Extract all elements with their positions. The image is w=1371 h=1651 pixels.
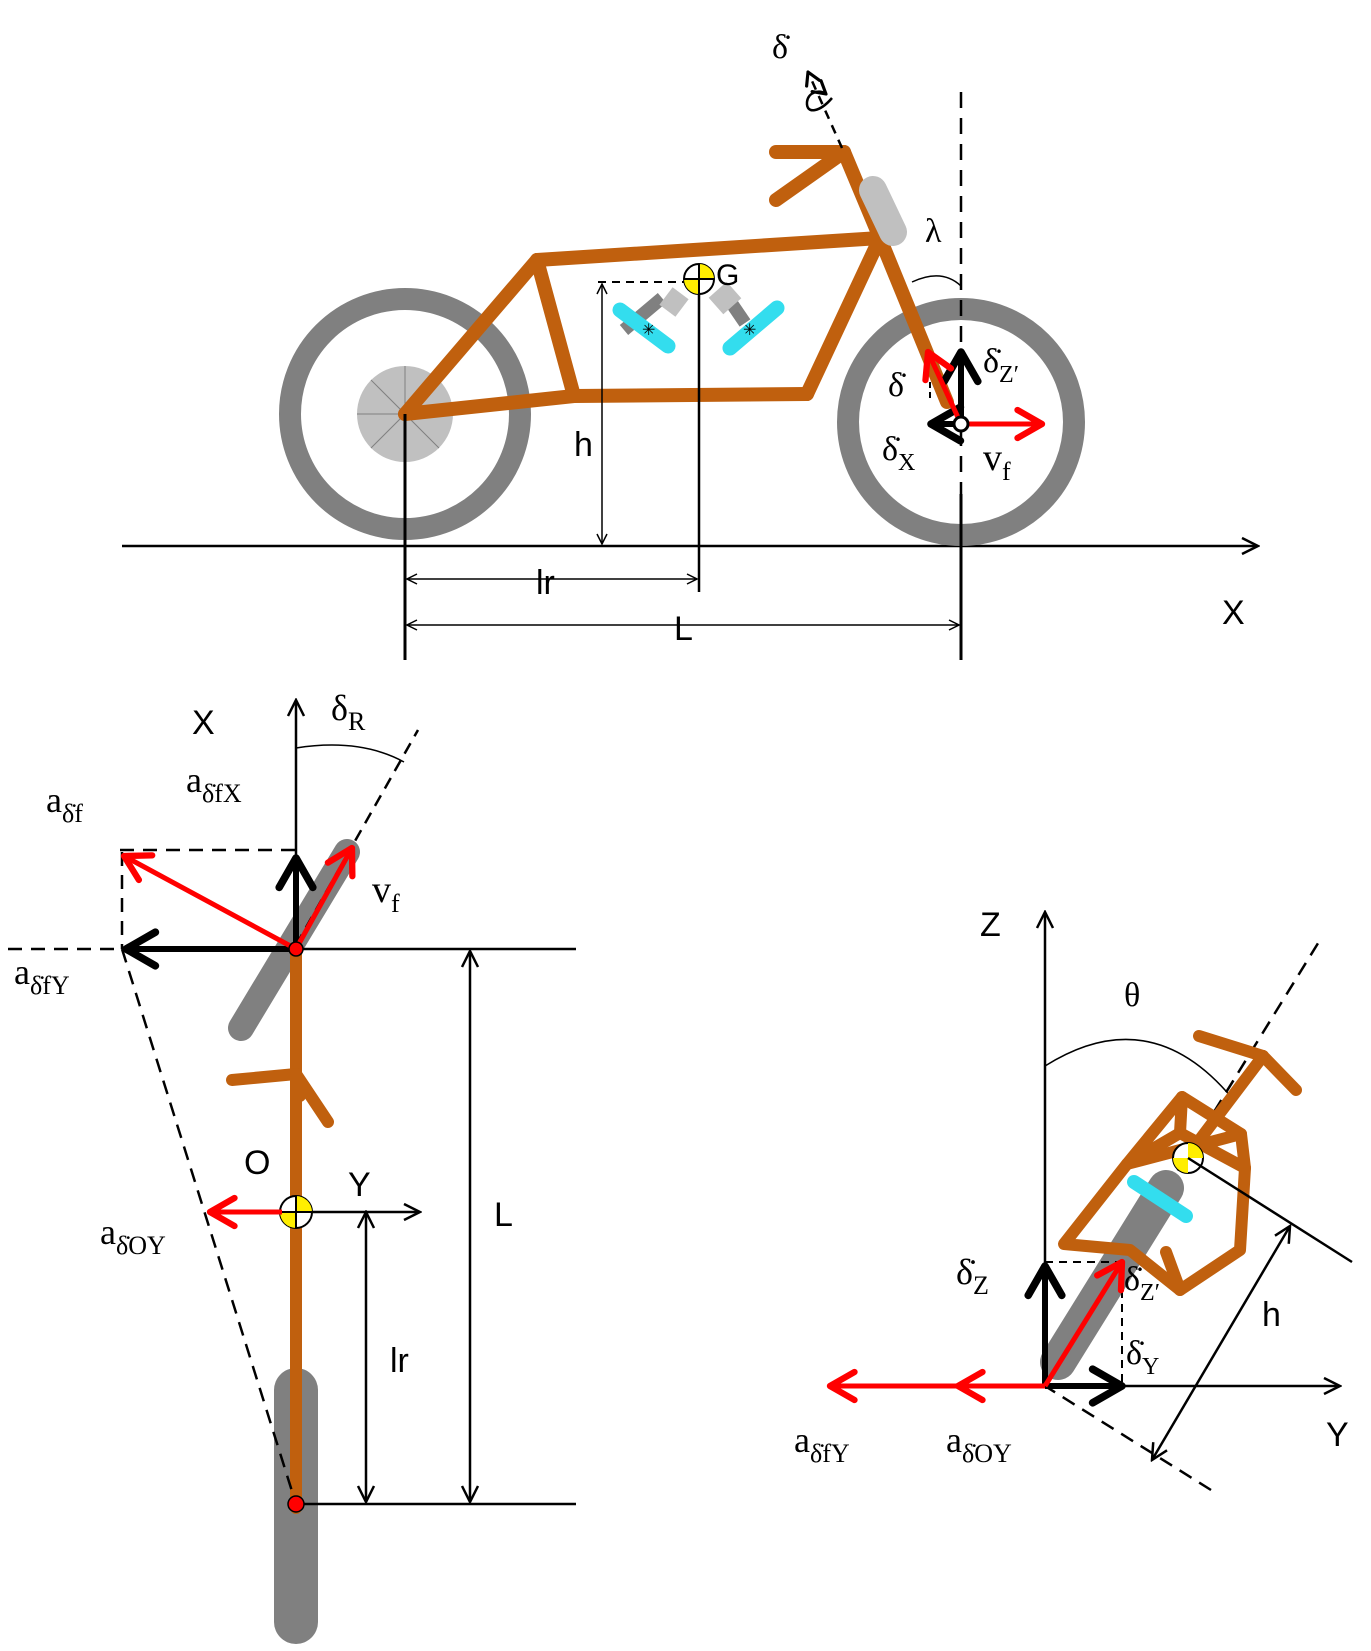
top-vf-label: vf	[372, 869, 400, 918]
rake-angle-arc	[911, 275, 962, 287]
top-L-label: L	[494, 1196, 513, 1234]
side-x-label: X	[1222, 594, 1245, 632]
rear-theta-arc	[1044, 1038, 1233, 1099]
side-view: X	[122, 29, 1258, 660]
rear-a-dfY-label: aδ̇fY	[794, 1420, 850, 1468]
top-a-dfY-label: aδ̇fY	[14, 952, 70, 1000]
top-a-dfX-label: aδ̇fX	[186, 760, 242, 808]
delta-dot-arrow	[922, 348, 964, 426]
rear-h-label: h	[1262, 1296, 1281, 1334]
side-lambda-label: λ	[925, 213, 942, 250]
top-front-point	[288, 941, 304, 957]
top-y-label: Y	[348, 1166, 371, 1204]
side-delta-z-label: δ̇Z′	[983, 343, 1019, 388]
rear-dZp-arrow	[1042, 1258, 1126, 1388]
top-deltaR-label: δR	[331, 688, 366, 736]
side-delta-small-label: δ̇	[888, 367, 906, 404]
side-vf-label: vf	[983, 437, 1011, 486]
center-of-mass-icon	[683, 263, 715, 295]
rear-dZ-label: δ̇Z	[956, 1252, 989, 1300]
rear-y-label: Y	[1326, 1416, 1349, 1454]
rear-battery	[1127, 1175, 1193, 1223]
side-g-label: G	[716, 259, 739, 292]
top-lr-label: lr	[390, 1342, 409, 1380]
top-vf-arrow	[293, 844, 356, 951]
rear-dZp-label: δ̇Z′	[1124, 1261, 1160, 1306]
fork-cap	[859, 176, 907, 246]
side-L-label: L	[674, 610, 693, 648]
top-center-of-mass-icon	[279, 1195, 313, 1229]
rear-lean-axis	[1044, 1384, 1212, 1492]
top-view: X δR L lr Y O	[8, 688, 576, 1644]
top-a-df-label: aδ̇f	[46, 780, 83, 828]
svg-text:✳: ✳	[642, 322, 655, 339]
side-steer-rate-label: δ̇	[772, 29, 790, 66]
rear-z-label: Z	[980, 906, 1001, 944]
battery-pack-right: ✳	[708, 281, 785, 356]
top-deltaR-arc	[295, 744, 405, 763]
top-a-dOY-label: aδ̇OY	[100, 1212, 166, 1260]
top-o-label: O	[244, 1144, 270, 1182]
side-lr-label: lr	[536, 564, 555, 602]
svg-text:✳: ✳	[743, 322, 756, 339]
steer-rotation-arrow	[805, 79, 833, 112]
top-a-df-arrow	[120, 852, 298, 952]
rear-h-dimension	[1152, 1226, 1290, 1460]
top-rear-point	[287, 1495, 305, 1513]
top-dashed-diag	[120, 948, 298, 1505]
front-contact-point	[952, 415, 970, 433]
rear-dY-label: δ̇Y	[1126, 1335, 1159, 1380]
top-x-label: X	[192, 704, 215, 742]
rear-h-extension	[1187, 1156, 1353, 1264]
side-delta-x-label: δ̇X	[882, 431, 915, 476]
top-frame-stub	[290, 1068, 306, 1102]
battery-pack-left: ✳	[612, 287, 689, 354]
rear-a-dOY-label: aδ̇OY	[946, 1420, 1012, 1468]
rear-view: Z Y θ h	[794, 906, 1353, 1492]
rear-theta-label: θ	[1124, 977, 1140, 1014]
side-h-label: h	[574, 426, 593, 464]
